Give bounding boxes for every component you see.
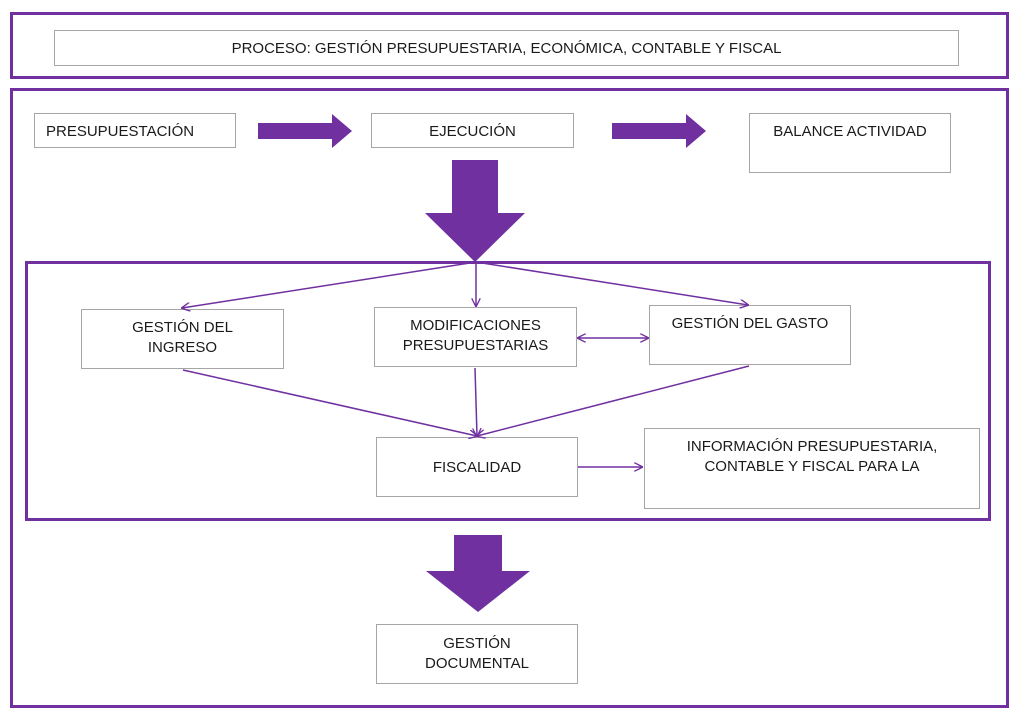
fiscalidad-label: FISCALIDAD bbox=[432, 459, 522, 476]
balance-actividad-label: BALANCE ACTIVIDAD bbox=[773, 123, 927, 140]
informacion-label: INFORMACIÓN PRESUPUESTARIA, CONTABLE Y F… bbox=[686, 438, 938, 475]
title-frame bbox=[10, 12, 1009, 79]
ejecucion-box: EJECUCIÓN bbox=[371, 113, 574, 148]
title-text: PROCESO: GESTIÓN PRESUPUESTARIA, ECONÓMI… bbox=[231, 40, 782, 57]
fiscalidad-box: FISCALIDAD bbox=[376, 437, 578, 497]
gestion-gasto-box: GESTIÓN DEL GASTO bbox=[649, 305, 851, 365]
presupuestacion-label: PRESUPUESTACIÓN bbox=[46, 123, 195, 140]
gestion-ingreso-label: GESTIÓN DEL INGRESO bbox=[132, 319, 233, 356]
balance-actividad-box: BALANCE ACTIVIDAD bbox=[749, 113, 951, 173]
ejecucion-label: EJECUCIÓN bbox=[429, 123, 516, 140]
title-box: PROCESO: GESTIÓN PRESUPUESTARIA, ECONÓMI… bbox=[54, 30, 959, 66]
gestion-gasto-label: GESTIÓN DEL GASTO bbox=[671, 315, 829, 332]
main-frame bbox=[10, 88, 1009, 708]
gestion-documental-box: GESTIÓN DOCUMENTAL bbox=[376, 624, 578, 684]
gestion-ingreso-box: GESTIÓN DEL INGRESO bbox=[81, 309, 284, 369]
gestion-documental-label: GESTIÓN DOCUMENTAL bbox=[425, 635, 529, 672]
modificaciones-label: MODIFICACIONES PRESUPUESTARIAS bbox=[402, 317, 549, 354]
presupuestacion-box: PRESUPUESTACIÓN bbox=[34, 113, 236, 148]
informacion-box: INFORMACIÓN PRESUPUESTARIA, CONTABLE Y F… bbox=[644, 428, 980, 509]
modificaciones-box: MODIFICACIONES PRESUPUESTARIAS bbox=[374, 307, 577, 367]
